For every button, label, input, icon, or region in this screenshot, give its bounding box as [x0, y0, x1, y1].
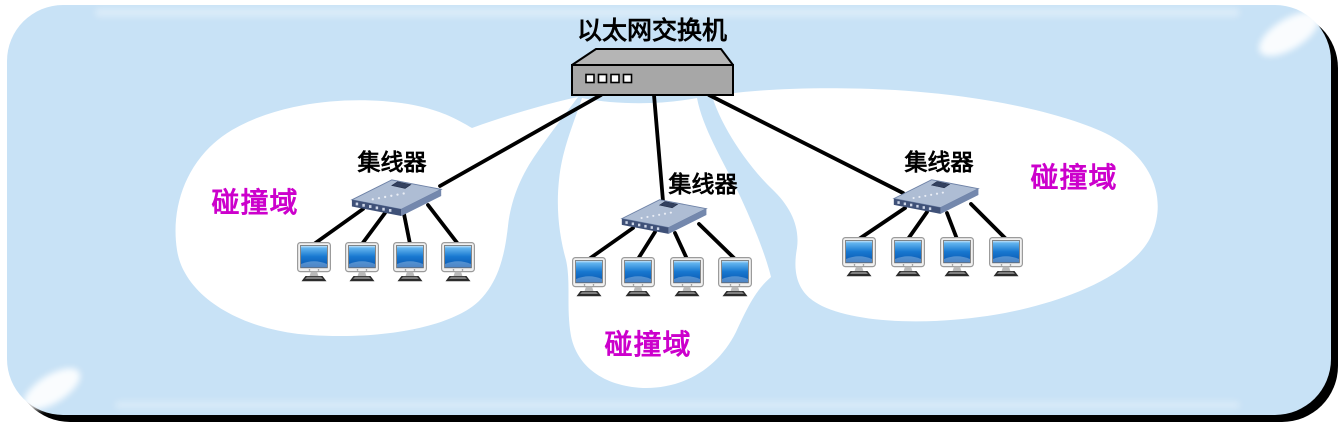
hub-cable	[697, 222, 737, 261]
switch-top-face	[571, 48, 734, 66]
hub-label-right: 集线器	[904, 149, 975, 176]
domain-label-right: 碰撞域	[1030, 161, 1117, 194]
switch-port	[585, 73, 595, 84]
switch-front-face	[571, 64, 734, 96]
hub-cable	[969, 202, 1008, 241]
hub-cable	[673, 231, 689, 261]
hub-cable	[587, 226, 635, 261]
domain-label-left: 碰撞域	[211, 186, 298, 219]
hub-cable	[945, 211, 959, 241]
hub-cable	[906, 210, 929, 241]
hub-cable	[402, 212, 412, 246]
switch-port	[622, 73, 633, 84]
domain-label-center: 碰撞域	[604, 328, 691, 361]
gloss-highlights	[23, 8, 1319, 410]
collision-domain-cloud-left	[175, 97, 579, 337]
uplink-cable-left	[438, 93, 603, 188]
ethernet-switch-device	[571, 48, 734, 96]
switch-port	[597, 73, 608, 84]
uplink-cable-right	[707, 93, 905, 195]
uplink-cable-center	[652, 93, 665, 203]
collision-domain-cloud-center	[557, 98, 771, 389]
switch-port	[610, 73, 620, 84]
hub-cable	[857, 206, 907, 241]
hub-label-left: 集线器	[357, 149, 428, 176]
hub-cable	[360, 211, 387, 246]
hub-cable	[426, 203, 460, 246]
hub-cable	[636, 230, 657, 261]
hub-label-center: 集线器	[668, 171, 739, 198]
cables	[312, 93, 1008, 261]
switch-title: 以太网交换机	[577, 16, 727, 45]
hub-cable	[312, 207, 365, 246]
